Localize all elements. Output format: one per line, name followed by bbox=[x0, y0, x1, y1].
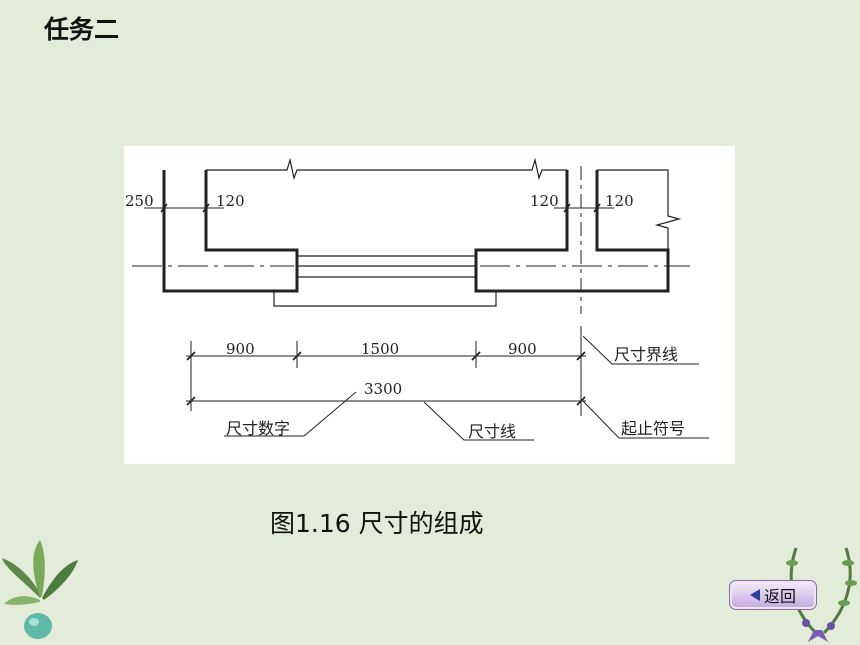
dim-3300: 3300 bbox=[364, 380, 402, 398]
tick-r1 bbox=[563, 203, 571, 213]
tick-l1 bbox=[160, 203, 168, 213]
dim-900-left: 900 bbox=[226, 340, 255, 358]
dim-1500: 1500 bbox=[361, 340, 399, 358]
terminator-1 bbox=[186, 351, 196, 361]
terminator-4 bbox=[576, 351, 586, 361]
label-dimension-line: 尺寸线 bbox=[468, 422, 516, 441]
dim-120-right-inner: 120 bbox=[530, 192, 559, 210]
tick-r2 bbox=[593, 203, 601, 213]
dim-120-left: 120 bbox=[216, 192, 245, 210]
leader-extension-line bbox=[582, 335, 699, 365]
terminator-3 bbox=[471, 351, 481, 361]
leader-dimension-text bbox=[224, 391, 357, 437]
diagram-svg: 250 120 120 120 900 1500 900 3300 尺寸界线 尺… bbox=[125, 157, 709, 441]
back-arrow-icon bbox=[749, 589, 760, 601]
back-button[interactable]: 返回 bbox=[729, 580, 817, 610]
label-extension-line: 尺寸界线 bbox=[614, 345, 678, 364]
dim-250: 250 bbox=[125, 192, 154, 210]
window-sill bbox=[273, 291, 497, 307]
top-break-line bbox=[206, 157, 567, 181]
plant-decoration-icon bbox=[2, 540, 78, 639]
leader-dimension-line bbox=[423, 401, 534, 441]
terminator-2 bbox=[292, 351, 302, 361]
terminator-6 bbox=[576, 396, 586, 406]
figure-caption: 图1.16 尺寸的组成 bbox=[270, 509, 484, 538]
left-wall-outline bbox=[162, 170, 299, 293]
dimension-diagram: 250 120 120 120 900 1500 900 3300 尺寸界线 尺… bbox=[124, 146, 735, 464]
terminator-5 bbox=[186, 396, 196, 406]
tick-l2 bbox=[202, 203, 210, 213]
dim-120-right-outer: 120 bbox=[605, 192, 634, 210]
right-wall-outline bbox=[474, 170, 670, 293]
dim-900-right: 900 bbox=[508, 340, 537, 358]
slide-title: 任务二 bbox=[44, 15, 120, 44]
leader-terminator bbox=[582, 400, 709, 439]
right-top-line bbox=[597, 169, 682, 250]
label-dimension-text: 尺寸数字 bbox=[226, 419, 290, 438]
back-button-label: 返回 bbox=[763, 587, 796, 606]
label-terminator: 起止符号 bbox=[621, 419, 685, 438]
